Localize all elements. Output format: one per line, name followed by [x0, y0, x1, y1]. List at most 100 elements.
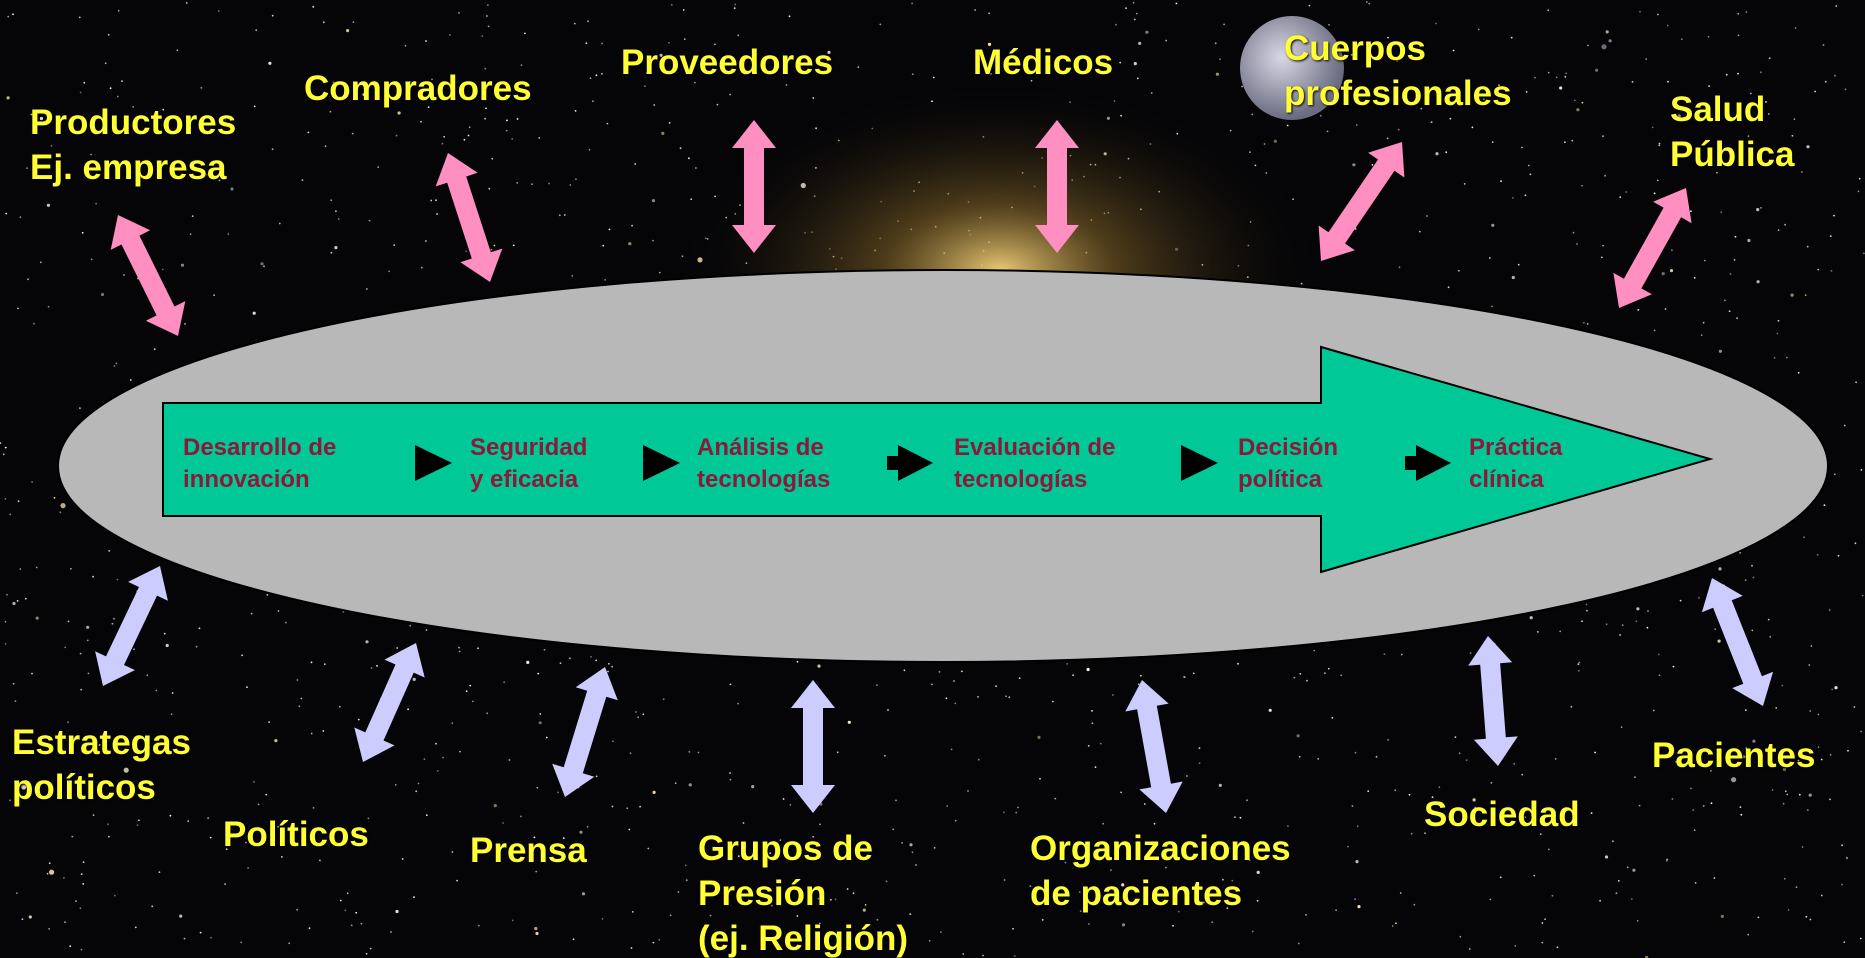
star — [1003, 879, 1006, 881]
star — [1387, 36, 1389, 39]
star — [1679, 599, 1682, 602]
star — [79, 407, 81, 409]
star — [5, 212, 8, 215]
star — [909, 913, 912, 915]
arrow-productores — [110, 215, 186, 336]
star — [253, 781, 255, 783]
star — [370, 667, 373, 669]
star — [1841, 844, 1843, 847]
star — [1386, 137, 1389, 140]
star — [1395, 922, 1397, 925]
star — [788, 15, 791, 18]
star — [1263, 143, 1266, 145]
star — [502, 822, 504, 824]
star — [218, 179, 221, 182]
star — [48, 862, 51, 865]
process-arrow — [162, 345, 1714, 574]
star — [1653, 329, 1656, 332]
star — [1794, 27, 1797, 29]
star — [1704, 259, 1706, 262]
star — [1784, 223, 1786, 226]
arrow-sociedad — [1468, 636, 1518, 766]
star — [12, 13, 14, 16]
star — [339, 899, 342, 902]
star — [1054, 797, 1057, 800]
star — [1716, 171, 1718, 174]
star — [864, 904, 867, 906]
star — [1005, 695, 1007, 698]
star — [1273, 139, 1277, 143]
star — [1574, 99, 1576, 102]
star — [631, 224, 633, 227]
star — [1041, 919, 1044, 921]
star — [46, 872, 49, 875]
star — [6, 593, 8, 596]
star — [7, 15, 10, 18]
star — [332, 81, 335, 84]
star — [1793, 118, 1796, 121]
star — [1860, 730, 1862, 733]
star — [1418, 230, 1421, 233]
star — [670, 4, 673, 6]
star — [4, 498, 7, 500]
star — [1541, 941, 1544, 944]
star — [1635, 620, 1638, 623]
star — [1368, 2, 1371, 5]
star — [954, 702, 957, 705]
star — [1564, 75, 1567, 78]
star — [516, 182, 519, 184]
star — [1219, 58, 1221, 60]
star — [817, 664, 821, 668]
step-separator-3 — [887, 445, 933, 481]
star — [1817, 268, 1820, 271]
star — [322, 21, 325, 24]
star — [1756, 280, 1760, 284]
star — [827, 50, 831, 55]
star — [1491, 223, 1495, 227]
star — [1110, 869, 1112, 871]
star — [1646, 626, 1649, 629]
arrow-cuerpos-profesionales — [1318, 142, 1405, 261]
star — [468, 126, 471, 129]
star — [1658, 144, 1661, 147]
star — [812, 835, 815, 838]
star — [1226, 907, 1229, 910]
star — [487, 25, 490, 28]
star — [1449, 117, 1452, 120]
star — [533, 836, 536, 839]
star — [1805, 915, 1808, 918]
star — [1400, 653, 1403, 656]
star — [1066, 902, 1068, 904]
star — [69, 945, 72, 948]
star — [1251, 930, 1254, 933]
star — [830, 898, 832, 901]
step-separator-1 — [415, 445, 452, 481]
star — [569, 657, 571, 660]
star — [1829, 753, 1832, 756]
star — [729, 778, 732, 781]
star — [1491, 305, 1493, 308]
star — [1534, 76, 1536, 79]
star — [1012, 927, 1014, 930]
star — [1720, 914, 1724, 919]
star — [1747, 135, 1750, 138]
star — [1776, 332, 1779, 335]
arrow-salud-publica — [1613, 188, 1692, 308]
star — [1387, 739, 1389, 741]
star — [436, 213, 438, 215]
star — [1202, 901, 1205, 904]
star — [601, 918, 604, 920]
star — [1577, 663, 1580, 665]
star — [80, 688, 83, 691]
star — [1808, 664, 1811, 666]
star — [1625, 191, 1627, 193]
star — [1324, 672, 1326, 674]
star — [81, 231, 84, 234]
star — [171, 692, 174, 694]
star — [360, 922, 363, 925]
star — [1747, 933, 1750, 936]
